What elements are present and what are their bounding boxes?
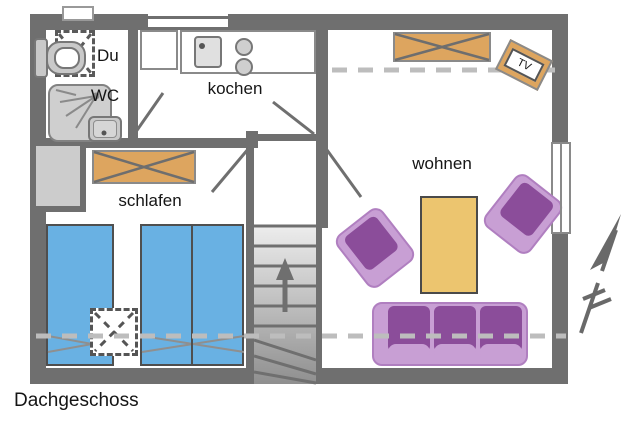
sofa-seatfront-2: [434, 344, 476, 362]
wall-bedroom-top: [30, 138, 258, 148]
sofa-seatfront-1: [388, 344, 430, 362]
label-wc: WC: [90, 86, 120, 105]
wall-stair-left: [246, 148, 254, 384]
stair-run: [254, 226, 316, 384]
wall-kitchen-right: [316, 30, 328, 228]
kitchen-window-strip1: [148, 9, 228, 16]
stove-burner-1: [235, 38, 253, 56]
wall-junction: [246, 131, 258, 148]
label-kitchen: kochen: [207, 79, 263, 98]
tv-icon: TV: [494, 38, 554, 92]
kitchen-sink: [194, 36, 222, 68]
bed-double: [140, 224, 244, 366]
skylight-window: [62, 6, 94, 21]
wall-bottom-left: [30, 368, 252, 384]
toilet-seat: [54, 47, 80, 69]
wall-bottom-right: [322, 368, 568, 384]
armchair-left: [331, 204, 419, 292]
sofa-seatfront-3: [480, 344, 522, 362]
stove-burner-2: [235, 58, 253, 76]
living-door-leaf: [325, 149, 363, 198]
armchair-left-seat: [342, 214, 400, 273]
sideboard: [393, 32, 491, 62]
coffee-table: [420, 196, 478, 294]
floor-title: Dachgeschoss: [14, 390, 139, 411]
wall-bath-right: [128, 30, 138, 148]
label-bedroom: schlafen: [118, 191, 182, 210]
wardrobe: [92, 150, 196, 184]
tv-label: TV: [503, 47, 545, 83]
wall-stair-right-thin: [316, 228, 322, 384]
wall-kitchen-threshold: [258, 134, 318, 141]
wall-top: [30, 14, 568, 30]
label-shower: Du: [97, 46, 119, 65]
washbasin-inner: [93, 120, 117, 138]
sofa: [372, 302, 528, 366]
nightstand-x: [93, 311, 135, 353]
nightstand-dashed: [90, 308, 138, 356]
armchair-right-seat: [498, 180, 556, 239]
bedroom-door-leaf: [210, 147, 251, 193]
kitchen-window-strip2: [148, 19, 228, 27]
north-arrow: [579, 214, 621, 334]
label-living: wohnen: [412, 154, 472, 173]
kitchen-door-leaf: [272, 100, 315, 136]
kitchen-fridge: [140, 30, 178, 70]
closet-inner: [36, 146, 80, 206]
